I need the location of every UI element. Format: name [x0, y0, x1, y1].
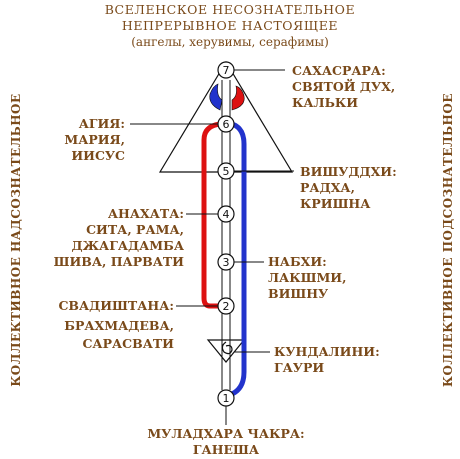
blue-channel	[225, 121, 247, 399]
chakra-6: 6	[217, 115, 235, 133]
chakra-7-number: 7	[223, 64, 230, 77]
chakra-1-label-line-2: ГАНЕША	[193, 442, 260, 457]
header-line-3: (ангелы, херувимы, серафимы)	[131, 35, 329, 49]
chakra-4-number: 4	[223, 208, 230, 221]
chakra-3: 3	[217, 253, 235, 271]
chakra-5-label-line-3: КРИШНА	[300, 196, 371, 211]
chakra-3-label-line-2: ЛАКШМИ,	[268, 270, 346, 285]
chakra-6-label-line-1: АГИЯ:	[79, 116, 125, 131]
blue-flame-icon	[209, 83, 223, 111]
chakra-5-number: 5	[223, 165, 230, 178]
chakra-2-label-line-3: САРАСВАТИ	[82, 336, 174, 351]
chakra-6-number: 6	[223, 118, 230, 131]
chakra-2-number: 2	[223, 300, 230, 313]
chakra-1-number: 1	[223, 392, 230, 405]
header-line-1: ВСЕЛЕНСКОЕ НЕСОЗНАТЕЛЬНОЕ	[105, 2, 356, 17]
chakra-7-label-line-3: КАЛЬКИ	[292, 95, 358, 110]
chakra-7-label-line-2: СВЯТОЙ ДУХ,	[292, 78, 395, 94]
chakra-5-label-line-2: РАДХА,	[300, 180, 355, 195]
chakra-2: 2	[217, 297, 235, 315]
chakra-6-label-line-3: ИИСУС	[71, 148, 125, 163]
chakra-4-label-line-4: ШИВА, ПАРВАТИ	[54, 254, 185, 269]
chakra-2-label-line-1: СВАДИШТАНА:	[58, 298, 174, 313]
chakra-1-label-line-1: МУЛАДХАРА ЧАКРА:	[147, 426, 304, 441]
chakra-3-label-line-1: НАБХИ:	[268, 254, 327, 269]
kundalini-label-line-1: КУНДАЛИНИ:	[274, 344, 380, 359]
lower-triangle	[206, 339, 246, 363]
chakra-5-label-line-1: ВИШУДДХИ:	[300, 164, 397, 179]
header-line-2: НЕПРЕРЫВНОЕ НАСТОЯЩЕЕ	[122, 18, 338, 33]
chakra-5: 5	[217, 162, 235, 180]
chakra-6-label-line-2: МАРИЯ,	[64, 132, 125, 147]
chakra-4-label-line-2: СИТА, РАМА,	[86, 222, 184, 237]
chakra-1: 1	[217, 389, 235, 407]
chakra-7: 7	[217, 61, 235, 79]
chakra-4-label-line-3: ДЖАГАДАМБА	[72, 238, 185, 253]
side-label-right: КОЛЛЕКТИВНОЕ ПОДСОЗНАТЕЛЬНОЕ	[441, 93, 455, 387]
chakra-4: 4	[217, 205, 235, 223]
chakra-3-number: 3	[223, 256, 230, 269]
red-flame-icon	[231, 85, 245, 111]
chakra-3-label-line-3: ВИШНУ	[268, 286, 328, 301]
kundalini-coil-icon	[221, 341, 233, 355]
chakra-4-label-line-1: АНАХАТА:	[108, 206, 184, 221]
chakra-2-label-line-2: БРАХМАДЕВА,	[64, 318, 174, 333]
kundalini-label-line-2: ГАУРИ	[274, 360, 324, 375]
side-label-left: КОЛЛЕКТИВНОЕ НАДСОЗНАТЕЛЬНОЕ	[9, 93, 23, 386]
chakra-7-label-line-1: САХАСРАРА:	[292, 63, 386, 78]
